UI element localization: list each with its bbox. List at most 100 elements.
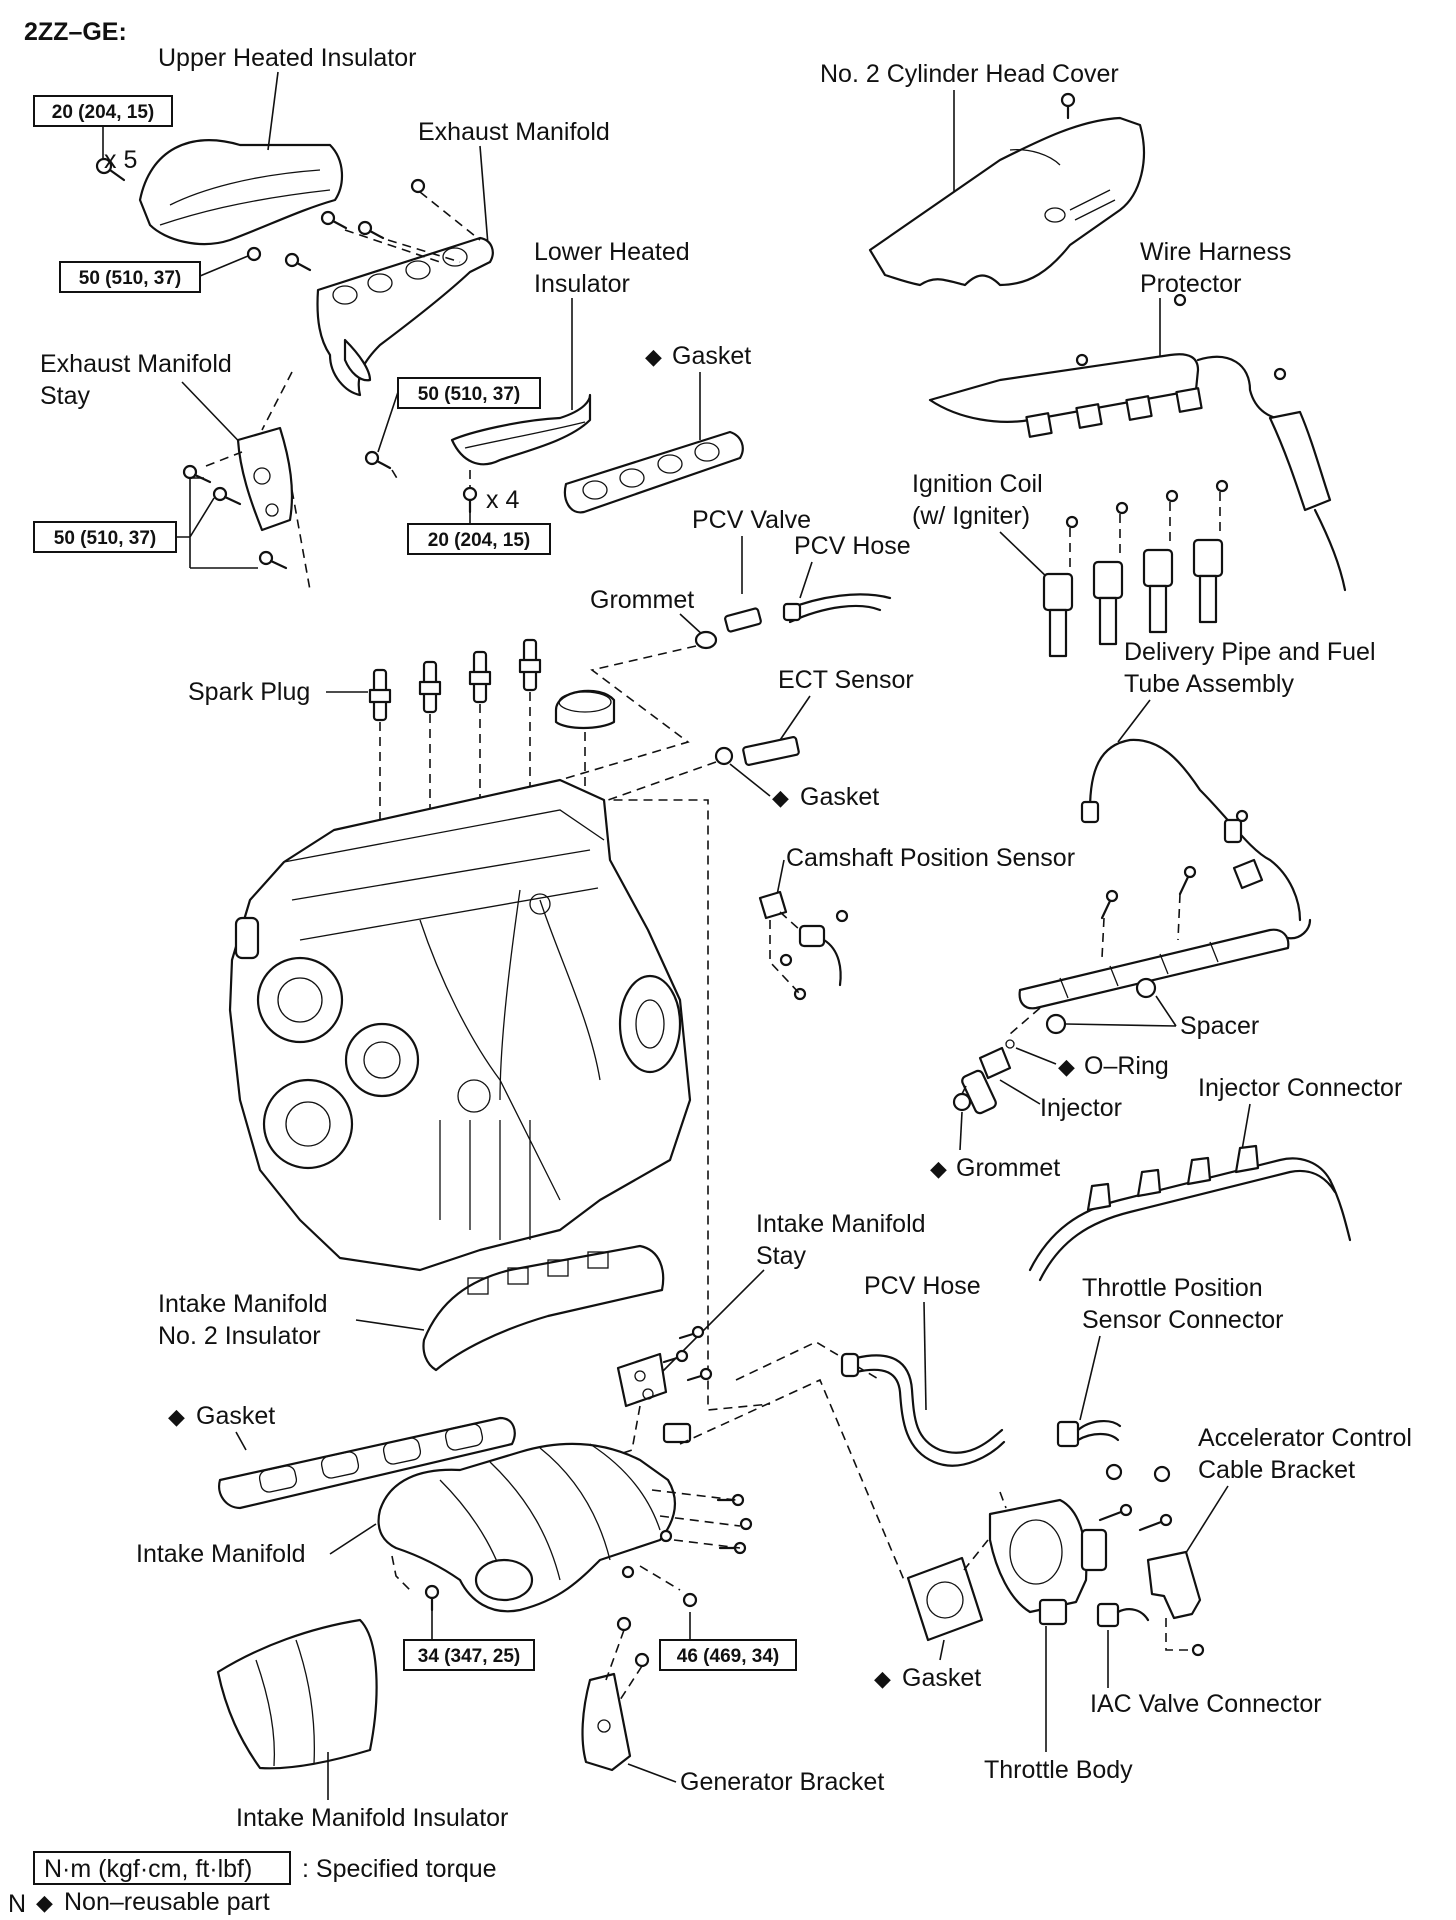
accelerator-control-cable-bracket-part (1146, 1550, 1202, 1620)
torque-box-intake-stud (403, 1639, 535, 1671)
pcv-hose-top-label: PCV Hose (794, 532, 911, 560)
exhaust-manifold-label: Exhaust Manifold (418, 118, 610, 146)
non-reusable-icon: ◆ (168, 1405, 185, 1430)
ignition-coils-part (1042, 479, 1229, 658)
bolt-icon (462, 486, 478, 502)
non-reusable-icon: ◆ (1058, 1055, 1075, 1080)
intake-manifold-stay-part (616, 1352, 668, 1408)
no2-cylinder-head-cover-part (868, 116, 1145, 287)
throttle-body-bolts (1098, 1463, 1173, 1532)
accelerator-control-cable-bracket-label-2: Cable Bracket (1198, 1456, 1355, 1484)
bolt-icon (1191, 1643, 1205, 1657)
bolt-icon (95, 157, 113, 175)
spacers-part (1045, 977, 1157, 1035)
torque-stay: 50 (510, 37) (54, 528, 156, 549)
throttle-gasket-part (906, 1556, 984, 1642)
gasket-throttle-label: Gasket (902, 1664, 981, 1692)
pcv-valve-label: PCV Valve (692, 506, 811, 534)
intake-manifold-stay-label-1: Intake Manifold (756, 1210, 926, 1238)
bolt-icon (682, 1592, 698, 1608)
intake-manifold-no2-insulator-label-1: Intake Manifold (158, 1290, 328, 1318)
torque-intake-bolt: 46 (469, 34) (677, 1646, 779, 1667)
torque-lower-insulator-x4: 20 (204, 15) (428, 530, 530, 551)
throttle-body-part (988, 1498, 1108, 1626)
torque-box-lower-insulator-x4 (407, 523, 551, 555)
exhaust-manifold-stay-label-2: Stay (40, 382, 91, 410)
injector-grommet-part (952, 1092, 972, 1112)
intake-manifold-no2-insulator-part (422, 1244, 665, 1372)
ect-sensor-part (714, 736, 800, 766)
lower-heated-insulator-part (450, 393, 592, 466)
injector-label: Injector (1040, 1094, 1122, 1122)
injector-connector-harness-part (1028, 1144, 1352, 1282)
exhaust-manifold-stay-label-1: Exhaust Manifold (40, 350, 232, 378)
wire-harness-protector-label-2: Protector (1140, 270, 1241, 298)
engine-code-title: 2ZZ–GE: (24, 18, 127, 46)
torque-exhaust-manifold: 50 (510, 37) (79, 268, 181, 289)
o-ring-label: O–Ring (1084, 1052, 1169, 1080)
intake-manifold-insulator-label: Intake Manifold Insulator (236, 1804, 508, 1832)
wire-harness-protector-part (928, 353, 1347, 592)
grommet-injector-label: Grommet (956, 1154, 1060, 1182)
pcv-valve-part (694, 593, 892, 650)
ect-sensor-label: ECT Sensor (778, 666, 914, 694)
torque-box-stay (33, 521, 177, 553)
intake-manifold-label: Intake Manifold (136, 1540, 306, 1568)
wire-harness-protector-label-1: Wire Harness (1140, 238, 1291, 266)
bolt-icon (364, 450, 380, 466)
camshaft-position-sensor-label: Camshaft Position Sensor (786, 844, 1075, 872)
legend-torque-box (33, 1851, 291, 1885)
throttle-body-label: Throttle Body (984, 1756, 1133, 1784)
exhaust-manifold-stay-part (236, 426, 294, 532)
torque-box-intake-bolt (659, 1639, 797, 1671)
bolt-icon (1060, 92, 1076, 108)
bolt-icon (634, 1652, 650, 1668)
generator-bracket-label: Generator Bracket (680, 1768, 884, 1796)
injector-part (961, 1039, 1015, 1115)
lower-heated-insulator-label-1: Lower Heated (534, 238, 690, 266)
upper-heated-insulator-label: Upper Heated Insulator (158, 44, 416, 72)
torque-box-exhaust-manifold (59, 261, 201, 293)
non-reusable-icon: ◆ (36, 1891, 53, 1916)
intake-manifold-no2-insulator-label-2: No. 2 Insulator (158, 1322, 321, 1350)
accelerator-control-cable-bracket-label-1: Accelerator Control (1198, 1424, 1412, 1452)
delivery-pipe-part (1018, 738, 1312, 1010)
upper-heated-insulator-part (138, 139, 344, 246)
intake-manifold-stay-label-2: Stay (756, 1242, 807, 1270)
torque-box-lower-insulator (397, 377, 541, 409)
exhaust-manifold-leader (479, 145, 489, 246)
lower-heated-insulator-label-2: Insulator (534, 270, 630, 298)
pcv-hose-bottom-label: PCV Hose (864, 1272, 981, 1300)
legend-torque-desc: : Specified torque (302, 1855, 497, 1883)
delivery-pipe-label-2: Tube Assembly (1124, 670, 1294, 698)
gasket-intake-label: Gasket (196, 1402, 275, 1430)
ignition-coil-label-1: Ignition Coil (912, 470, 1043, 498)
torque-lower-insulator: 50 (510, 37) (418, 384, 520, 405)
corner-mark: N (8, 1890, 26, 1918)
exhaust-manifold-part (316, 236, 494, 397)
throttle-position-sensor-connector-label-1: Throttle Position (1082, 1274, 1263, 1302)
intake-stay-bolts (662, 1325, 713, 1382)
non-reusable-icon: ◆ (874, 1667, 891, 1692)
bolt-icon (1273, 367, 1287, 381)
spark-plug-label: Spark Plug (188, 678, 310, 706)
intake-manifold-insulator-part (216, 1618, 378, 1770)
spark-plugs-part (368, 638, 542, 722)
grommet-top-label: Grommet (590, 586, 694, 614)
non-reusable-icon: ◆ (930, 1157, 947, 1182)
oil-filler-cap-part (554, 689, 616, 730)
legend-non-reusable: Non–reusable part (64, 1888, 270, 1916)
generator-bracket-part (581, 1672, 632, 1772)
non-reusable-icon: ◆ (772, 786, 789, 811)
quantity-x5: x 5 (104, 146, 137, 174)
bolt-icon (616, 1616, 632, 1632)
bolt-icon (1075, 353, 1089, 367)
throttle-position-sensor-connector-label-2: Sensor Connector (1082, 1306, 1284, 1334)
spacer-label: Spacer (1180, 1012, 1259, 1040)
exhaust-manifold-bolts (246, 178, 426, 272)
upper-heated-insulator-leader (267, 71, 279, 151)
iac-valve-connector-label: IAC Valve Connector (1090, 1690, 1322, 1718)
pcv-hose-bottom-part (840, 1352, 1006, 1467)
gasket-exhaust-label: Gasket (672, 342, 751, 370)
